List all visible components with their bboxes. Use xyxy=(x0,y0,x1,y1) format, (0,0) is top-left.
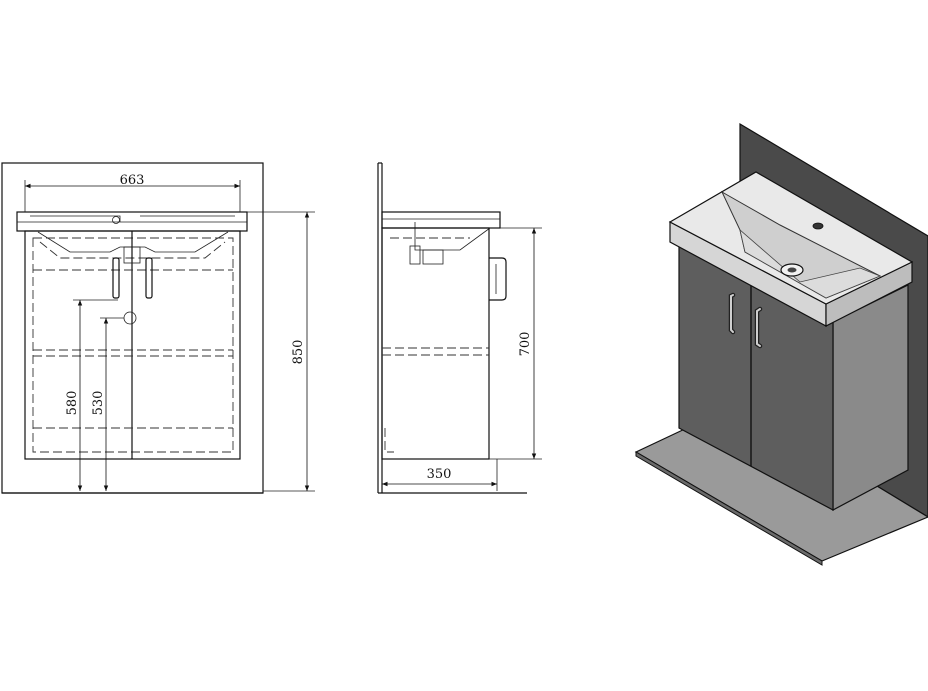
iso-cabinet-side xyxy=(832,284,909,511)
iso-handle-right-shine xyxy=(756,308,761,347)
front-view: 663 850 580 530 xyxy=(1,162,315,494)
dim-label-side-height: 700 xyxy=(518,332,533,357)
front-tap-hole xyxy=(112,216,120,224)
side-siphon xyxy=(409,245,421,265)
side-cabinet xyxy=(381,227,490,460)
side-hidden-foot xyxy=(384,428,394,453)
iso-tap-hole xyxy=(812,222,824,230)
side-view: 700 350 xyxy=(377,162,542,494)
front-waste-outlet xyxy=(123,311,137,325)
isometric-view xyxy=(634,122,928,566)
iso-drain-hole xyxy=(787,267,797,273)
front-bowl-profile xyxy=(37,231,229,253)
front-handle-right xyxy=(145,257,153,299)
dim-label-front-width: 663 xyxy=(120,173,145,188)
dim-label-side-depth: 350 xyxy=(427,467,452,482)
iso-handle-left-shine xyxy=(730,294,734,333)
front-basin-top xyxy=(16,211,248,232)
front-siphon xyxy=(123,246,141,264)
iso-basin-bowl-floor xyxy=(739,228,882,299)
front-cabinet-inner xyxy=(32,237,234,453)
dim-label-waste-height: 530 xyxy=(91,391,106,416)
side-siphon-trap xyxy=(422,249,444,265)
side-basin-top xyxy=(381,211,501,229)
dim-label-total-height: 850 xyxy=(291,340,306,365)
iso-floor-edge xyxy=(635,451,823,566)
side-handle xyxy=(489,257,507,301)
side-bowl-profile xyxy=(414,222,491,251)
front-handle-left xyxy=(112,257,120,299)
dim-label-drain-height: 580 xyxy=(65,391,80,416)
front-basin-rim xyxy=(30,215,235,222)
